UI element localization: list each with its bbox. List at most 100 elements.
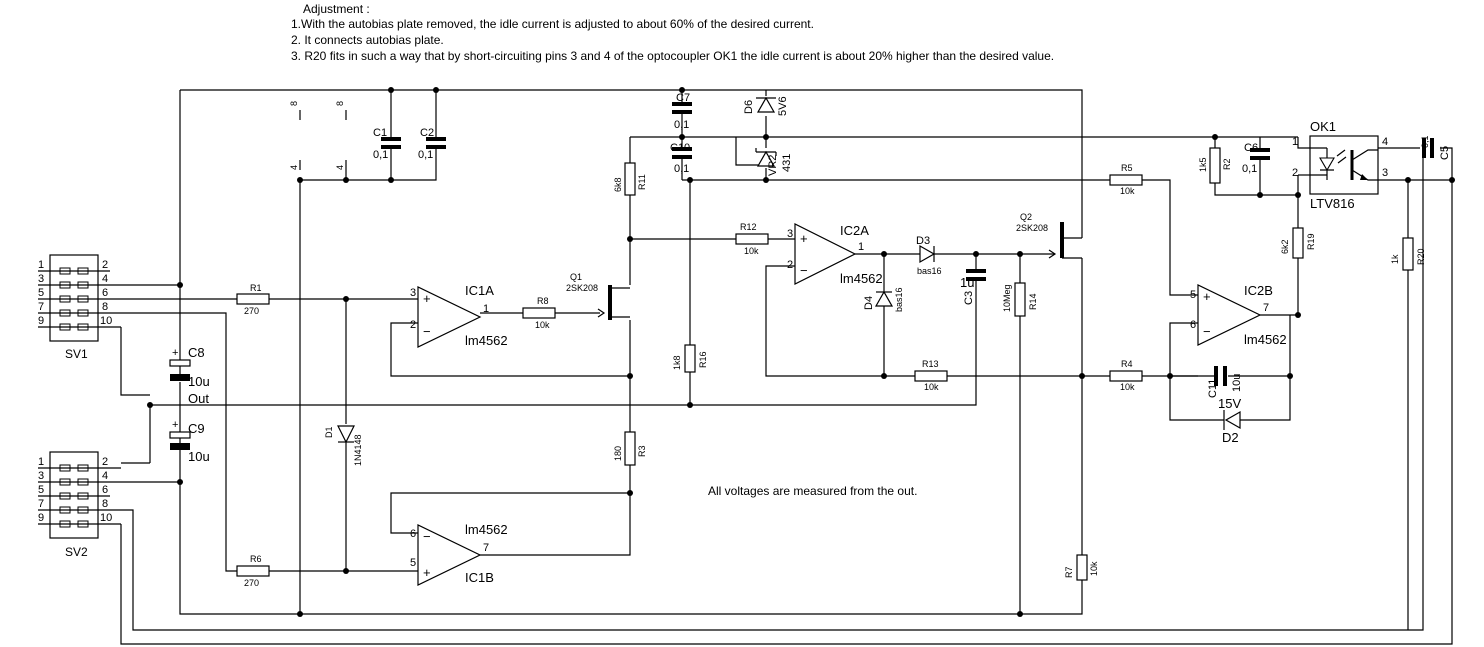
svg-text:1: 1	[858, 241, 864, 253]
capacitor-c5: 0,1 C5	[1420, 135, 1451, 160]
svg-text:+: +	[172, 347, 178, 359]
sv2-pin-9: 9	[38, 512, 44, 524]
svg-text:R1: R1	[250, 283, 262, 293]
svg-text:10k: 10k	[535, 320, 550, 330]
sv2-pin-10: 10	[100, 512, 112, 524]
capacitor-c3: 1u C3	[960, 269, 986, 305]
ic2b-type: lm4562	[1244, 332, 1287, 347]
ic1a-label: IC1A	[465, 283, 494, 298]
svg-text:0,1: 0,1	[373, 149, 388, 161]
svg-text:R5: R5	[1121, 163, 1133, 173]
sv2-pin-8: 8	[102, 498, 108, 510]
opamp-ic1b: − + 6 5 7 lm4562 IC1B	[410, 522, 508, 586]
sv2-pin-2: 2	[102, 456, 108, 468]
wires	[120, 89, 1453, 645]
ic2b-label: IC2B	[1244, 283, 1273, 298]
svg-text:R2: R2	[1222, 158, 1232, 170]
svg-text:1u: 1u	[960, 275, 974, 290]
sv2-pin-4: 4	[102, 470, 108, 482]
measurement-note: All voltages are measured from the out.	[708, 484, 917, 498]
svg-text:−: −	[423, 529, 431, 544]
sv1-name: SV1	[65, 347, 88, 361]
svg-text:D1: D1	[324, 426, 334, 438]
resistor-r16: 1k8 R16	[672, 344, 708, 373]
diode-d4: D4 bas16	[863, 287, 904, 312]
note-line-1: 1.With the autobias plate removed, the i…	[291, 17, 814, 31]
c8-label: C8	[188, 345, 205, 360]
svg-text:10k: 10k	[1120, 186, 1135, 196]
sv1-pin-8: 8	[102, 301, 108, 313]
svg-text:R13: R13	[922, 359, 939, 369]
ic1b-type: lm4562	[465, 522, 508, 537]
svg-text:bas16: bas16	[894, 287, 904, 312]
svg-text:10k: 10k	[1120, 382, 1135, 392]
svg-text:270: 270	[244, 306, 259, 316]
sv1-pin-10: 10	[100, 315, 112, 327]
opamp-ic1a: + − 3 2 1 IC1A lm4562	[410, 283, 508, 348]
resistor-r1: R1 270	[236, 283, 270, 316]
diode-d1: D1 1N4148	[324, 425, 363, 466]
svg-text:VR2: VR2	[767, 155, 779, 176]
resistor-r3: 180 R3	[613, 431, 647, 466]
capacitor-c11: C11 10u	[1207, 366, 1243, 398]
svg-text:4: 4	[1382, 136, 1388, 148]
capacitor-c9: + C9 10u	[169, 419, 210, 464]
opamp-ic2b: + − 5 6 7 IC2B lm4562	[1190, 283, 1287, 347]
resistor-r7: R7 10k	[1064, 554, 1099, 581]
svg-text:+: +	[172, 419, 178, 431]
svg-text:5: 5	[410, 557, 416, 569]
svg-text:6: 6	[1190, 319, 1196, 331]
svg-text:D3: D3	[916, 235, 930, 247]
svg-text:R19: R19	[1306, 233, 1316, 250]
capacitor-c7: C7 0,1	[672, 92, 692, 131]
svg-text:C10: C10	[670, 142, 690, 154]
connector-sv1: 1 3 5 7 9 2 4 6 8 10 SV1	[38, 254, 121, 361]
svg-text:1k: 1k	[1390, 254, 1400, 264]
sv1-pin-6: 6	[102, 287, 108, 299]
out-label: Out	[188, 391, 209, 406]
svg-text:2: 2	[410, 319, 416, 331]
svg-text:1k8: 1k8	[672, 355, 682, 370]
svg-text:Q1: Q1	[570, 272, 582, 282]
resistor-r11: 6k8 R11	[613, 162, 647, 196]
svg-text:D6: D6	[743, 100, 755, 114]
svg-text:6k2: 6k2	[1280, 239, 1290, 254]
svg-text:C11: C11	[1207, 379, 1219, 398]
svg-text:7: 7	[483, 542, 489, 554]
capacitor-c2: C2 0,1	[418, 127, 446, 161]
svg-text:R14: R14	[1028, 293, 1038, 310]
svg-text:Q2: Q2	[1020, 212, 1032, 222]
svg-text:bas16: bas16	[917, 266, 942, 276]
sv2-pin-7: 7	[38, 498, 44, 510]
sv1-pin-9: 9	[38, 315, 44, 327]
notes-heading: Adjustment :	[303, 2, 370, 16]
svg-text:1k5: 1k5	[1198, 157, 1208, 172]
optocoupler-ok1: 1 2 3 4 OK1 LTV816	[1292, 119, 1388, 211]
jfet-q1: Q1 2SK208	[566, 272, 630, 320]
capacitor-c10: C10 0,1	[670, 142, 692, 175]
svg-text:+: +	[1203, 289, 1211, 304]
svg-text:3: 3	[787, 228, 793, 240]
svg-text:R7: R7	[1064, 566, 1074, 578]
svg-text:C3: C3	[963, 291, 975, 305]
note-line-2: 2. It connects autobias plate.	[291, 33, 444, 47]
svg-text:5V6: 5V6	[777, 96, 789, 116]
sv1-pin-3: 3	[38, 273, 44, 285]
svg-text:0,1: 0,1	[674, 163, 689, 175]
svg-text:15V: 15V	[1218, 396, 1241, 411]
connector-sv2: 1 3 5 7 9 2 4 6 8 10 SV2	[38, 451, 121, 559]
capacitor-c6: C6 0,1	[1242, 142, 1270, 175]
svg-text:7: 7	[1263, 302, 1269, 314]
svg-text:R8: R8	[537, 296, 549, 306]
svg-text:R6: R6	[250, 554, 262, 564]
resistor-r12: R12 10k	[735, 222, 769, 256]
svg-text:8: 8	[335, 101, 345, 106]
svg-text:2: 2	[787, 259, 793, 271]
c9-value: 10u	[188, 449, 210, 464]
ok1-label: OK1	[1310, 119, 1336, 134]
svg-text:−: −	[423, 324, 431, 339]
svg-text:10k: 10k	[924, 382, 939, 392]
junctions	[147, 87, 1455, 617]
sv1-pin-7: 7	[38, 301, 44, 313]
svg-text:4: 4	[335, 165, 345, 170]
